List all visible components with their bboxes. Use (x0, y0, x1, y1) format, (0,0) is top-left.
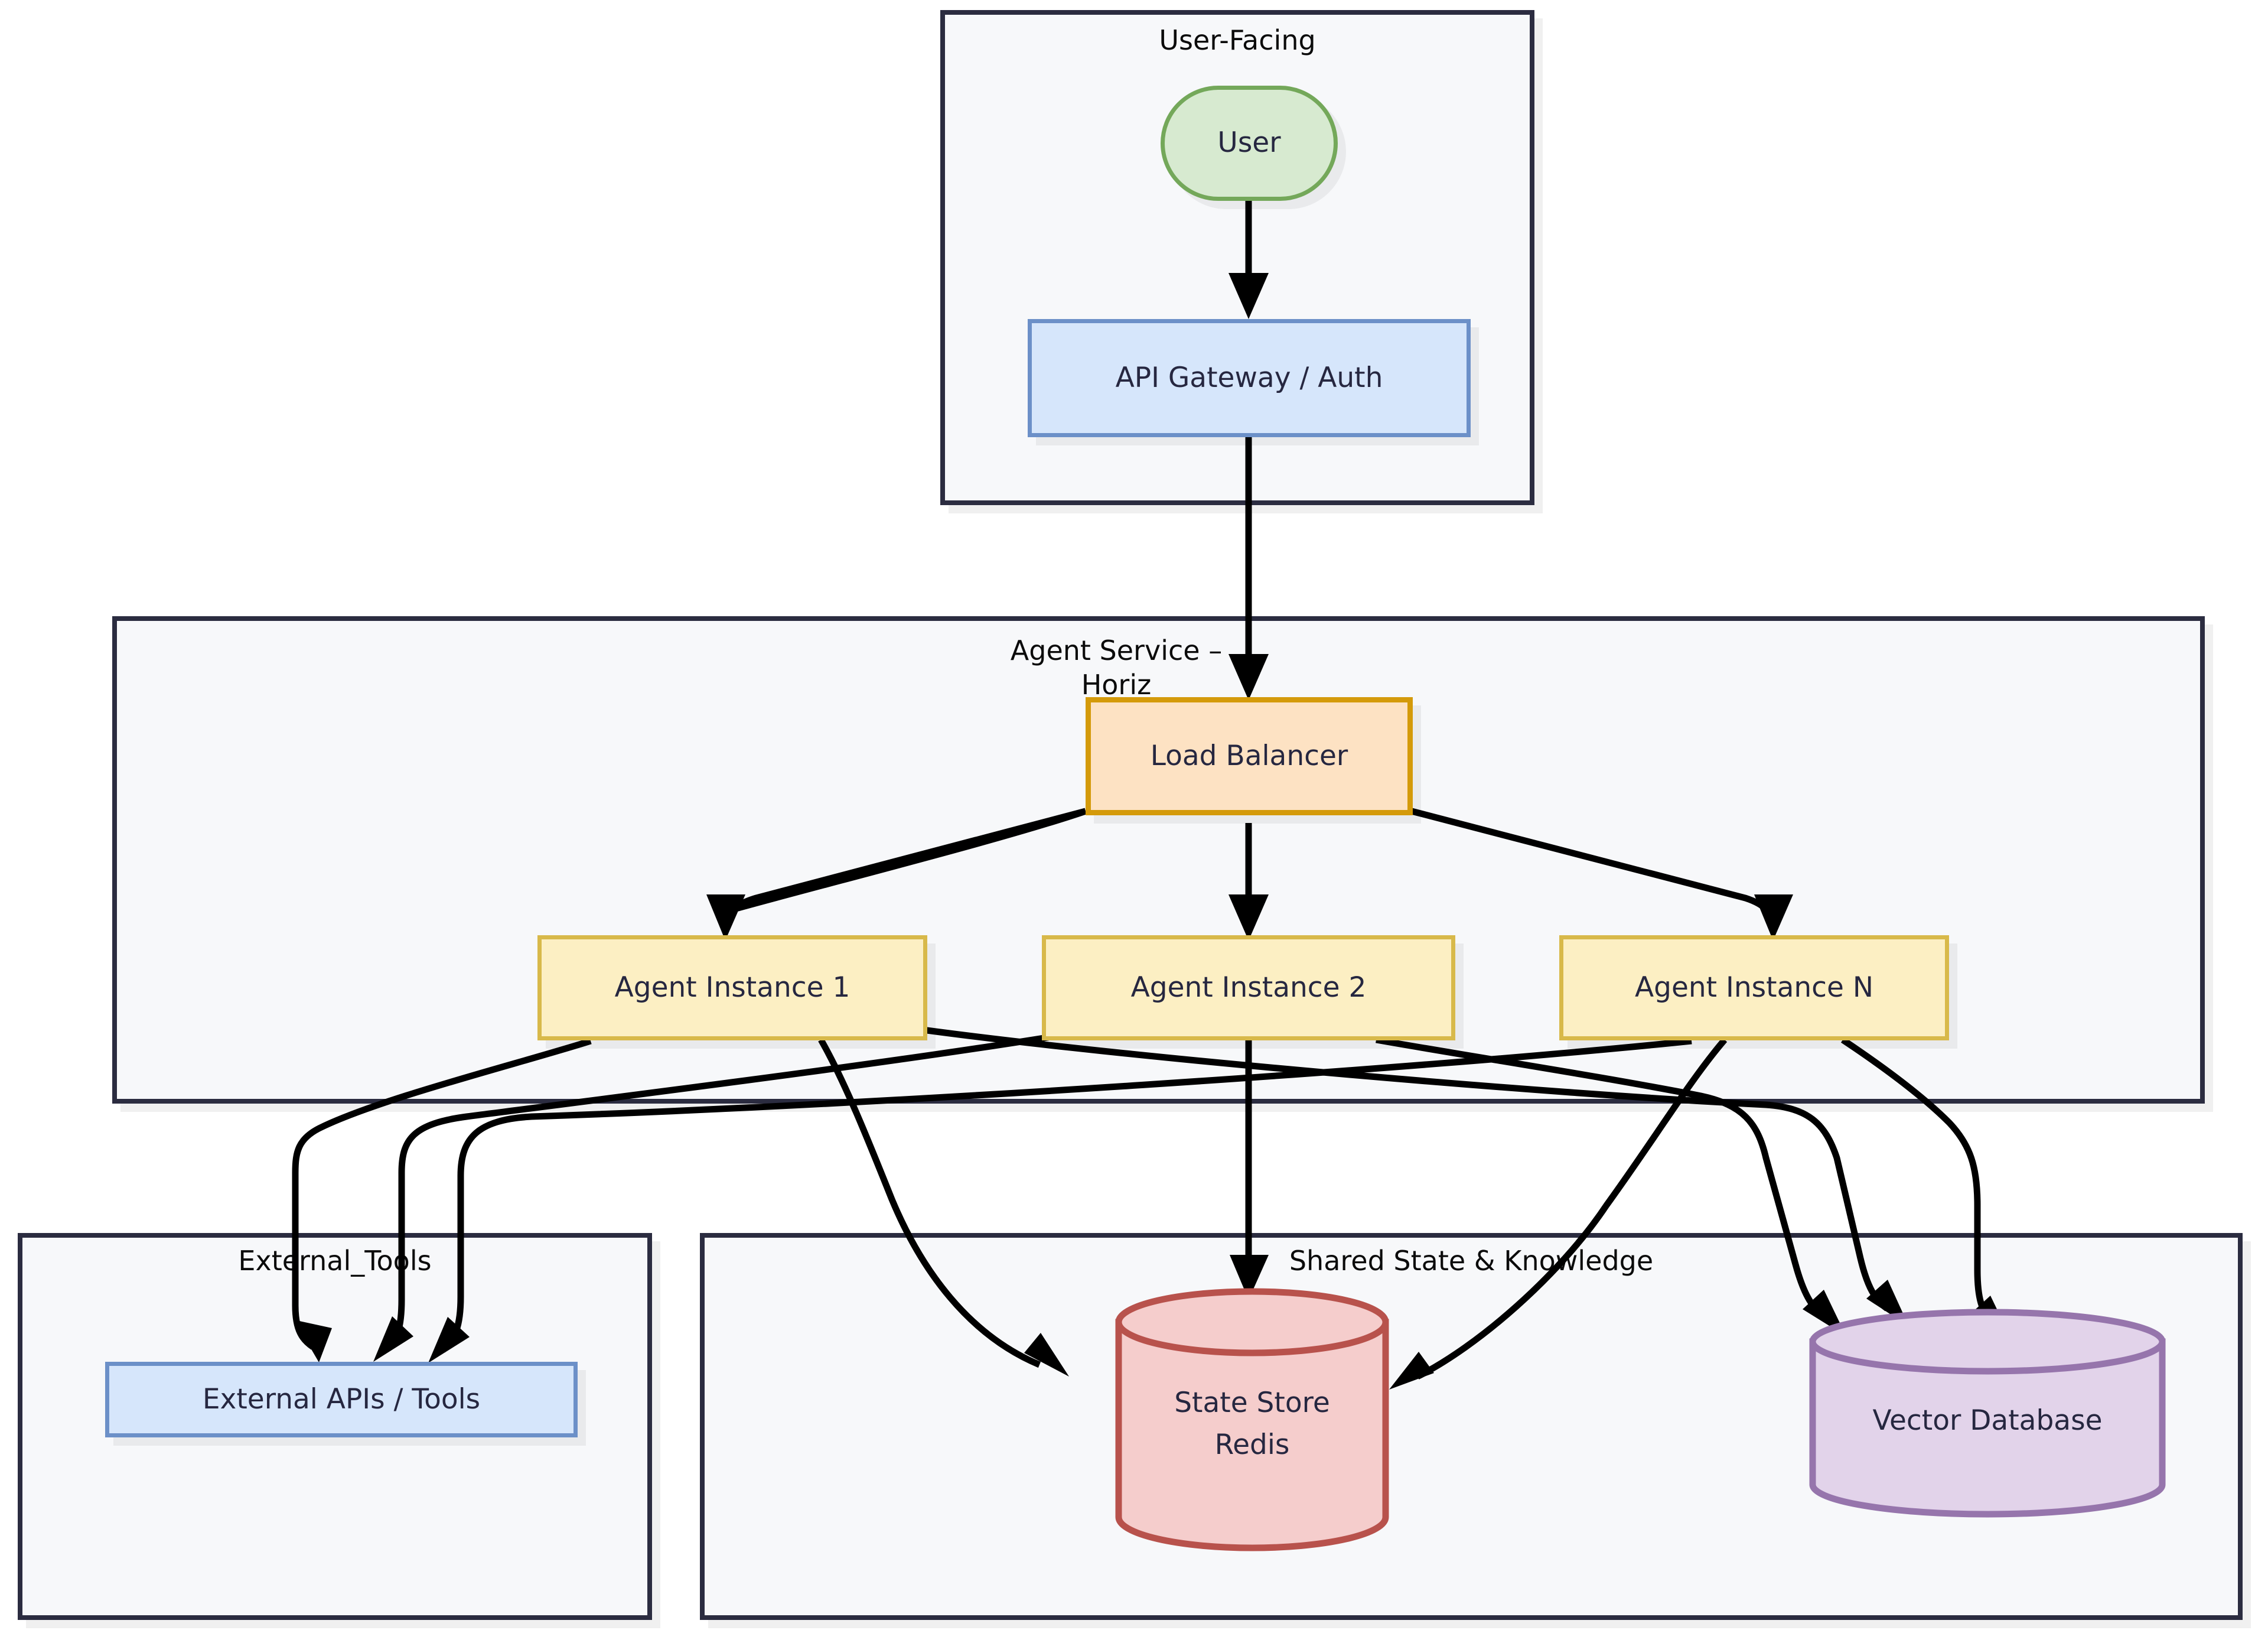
node-agent-instance-2[interactable]: Agent Instance 2 (1042, 935, 1455, 1040)
cluster-external-tools-title: External_Tools (238, 1245, 432, 1277)
node-external-apis-tools-label: External APIs / Tools (202, 1382, 481, 1416)
node-external-apis-tools[interactable]: External APIs / Tools (105, 1362, 578, 1437)
node-agent-instance-n-label: Agent Instance N (1634, 971, 1874, 1004)
node-agent-instance-n[interactable]: Agent Instance N (1559, 935, 1949, 1040)
cluster-agent-service-title: Agent Service – Horiz (1010, 635, 1223, 701)
node-vector-db[interactable]: Vector Database (1804, 1309, 2171, 1518)
node-api-gateway-label: API Gateway / Auth (1115, 361, 1383, 394)
node-agent-instance-2-label: Agent Instance 2 (1130, 971, 1367, 1004)
node-load-balancer-label: Load Balancer (1150, 739, 1348, 772)
node-state-store[interactable]: State Store Redis (1110, 1288, 1394, 1551)
node-api-gateway[interactable]: API Gateway / Auth (1028, 319, 1471, 437)
node-load-balancer[interactable]: Load Balancer (1086, 697, 1413, 815)
cluster-shared-state-title: Shared State & Knowledge (1289, 1245, 1654, 1277)
node-user-label: User (1217, 126, 1281, 160)
node-agent-instance-1[interactable]: Agent Instance 1 (537, 935, 927, 1040)
cluster-user-facing-title: User-Facing (1159, 24, 1316, 56)
node-agent-instance-1-label: Agent Instance 1 (614, 971, 850, 1004)
node-user[interactable]: User (1161, 86, 1338, 201)
